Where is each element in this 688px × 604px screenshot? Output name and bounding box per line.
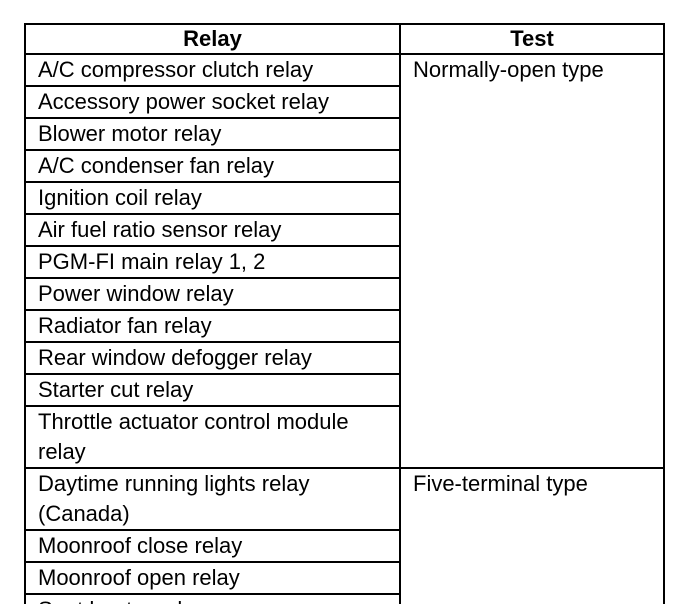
relay-name: Radiator fan relay bbox=[24, 309, 401, 343]
relay-name: Throttle actuator control module relay bbox=[24, 405, 401, 469]
table-row: Power window relay bbox=[24, 277, 664, 311]
relay-name: PGM-FI main relay 1, 2 bbox=[24, 245, 401, 279]
relay-test-table: Relay Test A/C compressor clutch relay N… bbox=[24, 23, 665, 604]
table-row: Seat heater relay bbox=[24, 593, 664, 604]
table-row: Ignition coil relay bbox=[24, 181, 664, 215]
table-row: Moonroof close relay bbox=[24, 529, 664, 563]
table-row: Rear window defogger relay bbox=[24, 341, 664, 375]
relay-name: A/C condenser fan relay bbox=[24, 149, 401, 183]
relay-name: A/C compressor clutch relay bbox=[24, 53, 401, 87]
relay-name: Moonroof close relay bbox=[24, 529, 401, 563]
relay-name: Power window relay bbox=[24, 277, 401, 311]
table-row: Throttle actuator control module relay bbox=[24, 405, 664, 469]
relay-name: Daytime running lights relay (Canada) bbox=[24, 467, 401, 531]
table-row: Accessory power socket relay bbox=[24, 85, 664, 119]
table-row: A/C condenser fan relay bbox=[24, 149, 664, 183]
table-row: Moonroof open relay bbox=[24, 561, 664, 595]
table-row: PGM-FI main relay 1, 2 bbox=[24, 245, 664, 279]
relay-name: Moonroof open relay bbox=[24, 561, 401, 595]
relay-name: Starter cut relay bbox=[24, 373, 401, 407]
table-row: Daytime running lights relay (Canada) Fi… bbox=[24, 467, 665, 604]
relay-name: Blower motor relay bbox=[24, 117, 401, 151]
relay-name: Air fuel ratio sensor relay bbox=[24, 213, 401, 247]
relay-name: Seat heater relay bbox=[24, 593, 401, 604]
relay-name: Ignition coil relay bbox=[24, 181, 401, 215]
relay-name: Accessory power socket relay bbox=[24, 85, 401, 119]
table-row: Air fuel ratio sensor relay bbox=[24, 213, 664, 247]
test-type: Five-terminal type bbox=[399, 467, 665, 604]
test-column-header: Test bbox=[399, 23, 665, 55]
table-row: Starter cut relay bbox=[24, 373, 664, 407]
table-row: A/C compressor clutch relay Normally-ope… bbox=[24, 53, 665, 469]
table-row: Blower motor relay bbox=[24, 117, 664, 151]
relay-column-header: Relay bbox=[24, 23, 401, 55]
test-type: Normally-open type bbox=[399, 53, 665, 469]
header-row: Relay Test bbox=[24, 23, 665, 55]
relay-name: Rear window defogger relay bbox=[24, 341, 401, 375]
table-row: Radiator fan relay bbox=[24, 309, 664, 343]
